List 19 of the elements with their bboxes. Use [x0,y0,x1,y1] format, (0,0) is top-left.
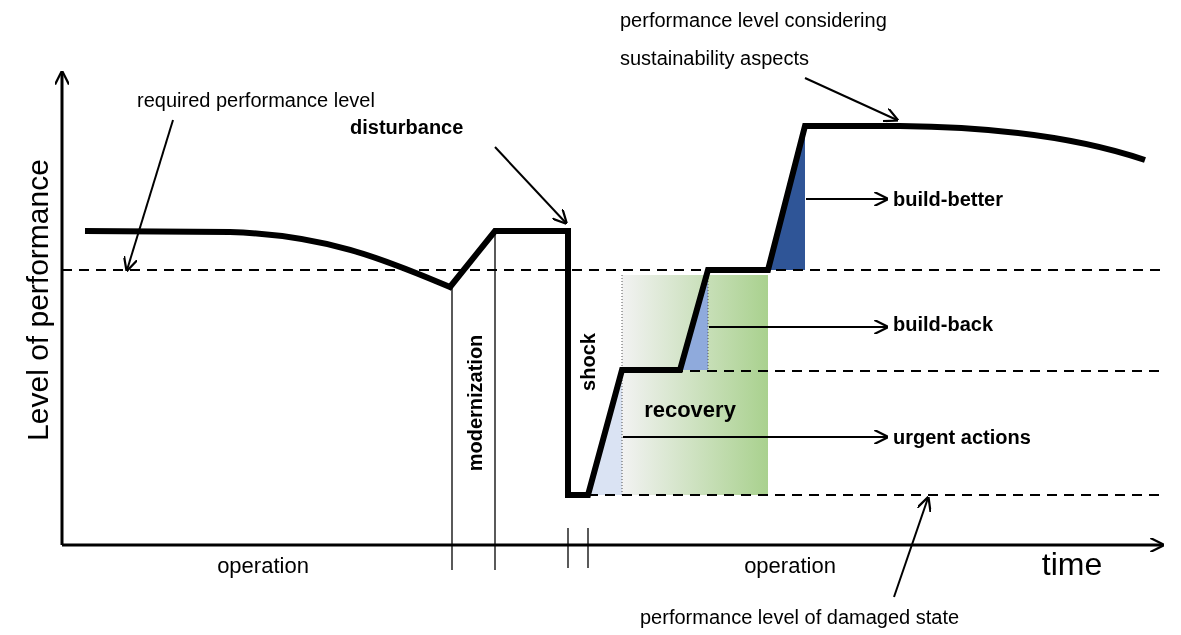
callout-text: build-better [893,180,1003,218]
phase-label: operation [744,553,836,579]
callout-text: performance level of damaged state [640,598,960,635]
leader-line [122,119,174,273]
callout-text: urgent actions [893,418,1031,456]
phase-label: operation [217,553,309,579]
arrow [708,318,890,336]
axis-title: Level of performance [20,159,55,441]
phase-label: shock [576,333,600,391]
arrow [805,190,890,208]
leader-line [893,495,932,598]
phase-label: recovery [644,397,736,423]
leader-line [494,146,569,226]
arrow [622,428,890,446]
phase-label: modernization [463,334,487,472]
leader-line [804,77,900,123]
callout-text: performance level considering sustainability aspects [620,1,960,77]
callout-text: build-back [893,305,993,343]
axis-title: time [1041,545,1103,583]
